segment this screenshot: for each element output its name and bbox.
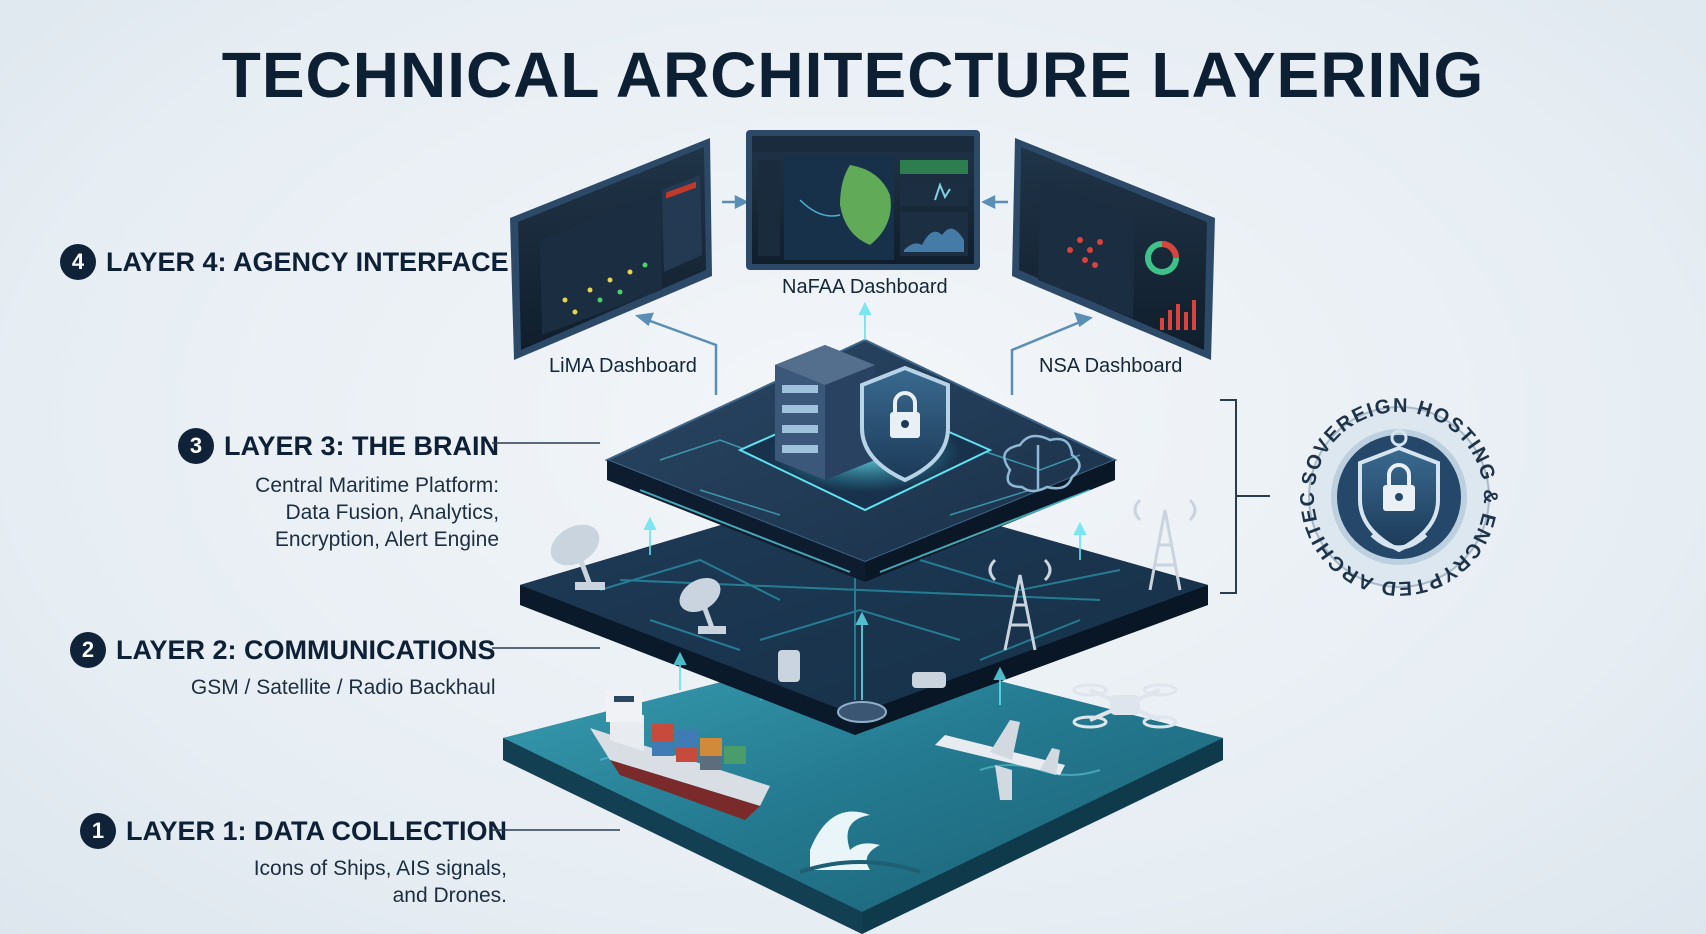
cargo-ship-icon [590, 690, 770, 820]
server-rack-icon [775, 345, 875, 480]
layer-3-desc-line: Encryption, Alert Engine [274, 528, 500, 551]
airplane-icon [935, 720, 1065, 800]
page-title: TECHNICAL ARCHITECTURE LAYERING [221, 39, 1485, 111]
brain-icon [1003, 434, 1081, 493]
layer-3-desc-line: Central Maritime Platform: [255, 474, 500, 497]
ais-transponder-icon [778, 650, 800, 682]
layer-4-number: 4 [60, 244, 96, 280]
lima-dashboard-label: LiMA Dashboard [549, 355, 697, 377]
layer-2-number: 2 [70, 632, 106, 668]
lima-dashboard-screen [510, 138, 712, 360]
layer-3-number: 3 [178, 428, 214, 464]
layer-3-heading: LAYER 3: THE BRAIN [224, 430, 500, 461]
drone-icon [1072, 683, 1178, 729]
layer-3-desc-line: Data Fusion, Analytics, [285, 501, 500, 524]
layer-1-ocean-platform [503, 646, 1223, 934]
wave-icon [799, 811, 921, 874]
layer-2-desc-line: GSM / Satellite / Radio Backhaul [190, 676, 496, 699]
layer-1-desc-line: Icons of Ships, AIS signals, [253, 857, 508, 880]
label-connector-lines [492, 442, 620, 831]
layer-1-desc-line: and Drones. [392, 884, 508, 907]
nsa-dashboard-screen [1012, 138, 1215, 360]
layer-1-heading: LAYER 1: DATA COLLECTION [126, 815, 508, 846]
data-flow-arrows [643, 301, 1087, 705]
layer-2-communications-platform [520, 485, 1208, 735]
layer-1-number: 1 [80, 813, 116, 849]
radio-tower-icon [988, 558, 1052, 651]
router-icon [912, 672, 946, 688]
layer-3-label: 3 LAYER 3: THE BRAIN Central Maritime Pl… [178, 428, 499, 553]
satellite-dish-icon [679, 577, 726, 634]
layer-1-label: 1 LAYER 1: DATA COLLECTION Icons of Ship… [80, 813, 507, 909]
nafaa-dashboard-screen [746, 130, 980, 270]
shield-lock-icon [860, 365, 950, 483]
layer-4-label: 4 LAYER 4: AGENCY INTERFACE [60, 244, 509, 280]
satellite-dish-icon [550, 524, 605, 590]
layer-2-label: 2 LAYER 2: COMMUNICATIONS GSM / Satellit… [70, 632, 496, 701]
radio-tower-icon [1133, 498, 1197, 591]
network-node-icon [837, 701, 887, 723]
layer-2-heading: LAYER 2: COMMUNICATIONS [116, 634, 496, 665]
layer-4-heading: LAYER 4: AGENCY INTERFACE [106, 246, 509, 277]
badge-bracket [1220, 399, 1270, 594]
nsa-dashboard-label: NSA Dashboard [1039, 355, 1183, 377]
dashboard-connector-arrows [634, 194, 1093, 395]
nafaa-dashboard-label: NaFAA Dashboard [782, 276, 948, 298]
